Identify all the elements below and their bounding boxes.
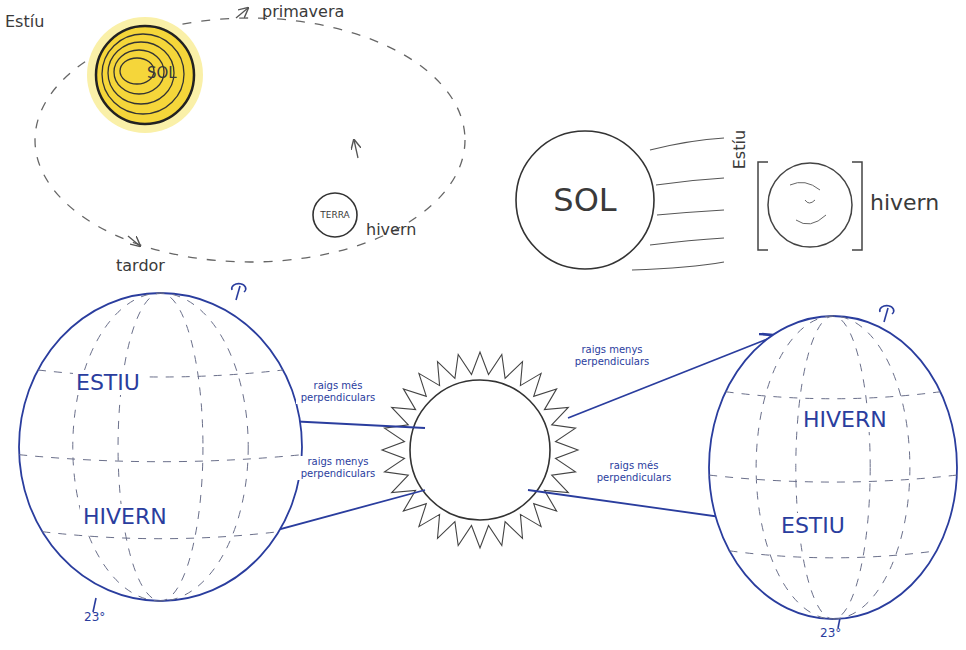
- orbit-arrow: [128, 236, 140, 246]
- node-outline: [18, 292, 303, 602]
- circle-node: TERRA: [312, 192, 358, 238]
- label: 23°: [820, 626, 841, 640]
- node-text: HIVERN: [80, 504, 170, 529]
- bracket: [758, 162, 768, 250]
- ray-arrows: [240, 336, 775, 540]
- bracket: [852, 162, 862, 250]
- globe: ESTIU HIVERN: [18, 292, 303, 602]
- label: tardor: [116, 256, 165, 275]
- label: raigs menys perpendiculars: [570, 344, 654, 368]
- earth: [768, 163, 852, 247]
- label: 23°: [84, 610, 105, 624]
- circle-node: SOL: [515, 130, 655, 270]
- node-text: TERRA: [320, 210, 349, 220]
- label: primavera: [262, 2, 344, 21]
- label: Estíu: [730, 130, 749, 169]
- circle-node: SOL: [95, 25, 195, 125]
- orbit-arrow: [236, 8, 248, 18]
- label: Estíu: [5, 12, 44, 31]
- label: raigs més perpendiculars: [296, 380, 380, 404]
- globe: HIVERN ESTIU: [708, 315, 958, 620]
- orbit: [35, 18, 465, 262]
- node-text: SOL: [147, 65, 177, 82]
- node-outline: [95, 25, 195, 125]
- sun-spikes: [382, 352, 578, 548]
- label: hivern: [870, 190, 939, 216]
- sun: [410, 380, 550, 520]
- label: raigs més perpendiculars: [592, 460, 676, 484]
- node-text: SOL: [553, 182, 616, 219]
- orbit-arrow: [354, 140, 358, 158]
- node-text: HIVERN: [800, 407, 890, 432]
- label: raigs menys perpendiculars: [296, 456, 380, 480]
- earth-detail: [790, 182, 826, 224]
- node-text: ESTIU: [778, 513, 848, 538]
- label: hivern: [366, 220, 416, 239]
- node-text: ESTIU: [73, 370, 143, 395]
- node-outline: [708, 315, 958, 620]
- sun-rays: [632, 138, 724, 270]
